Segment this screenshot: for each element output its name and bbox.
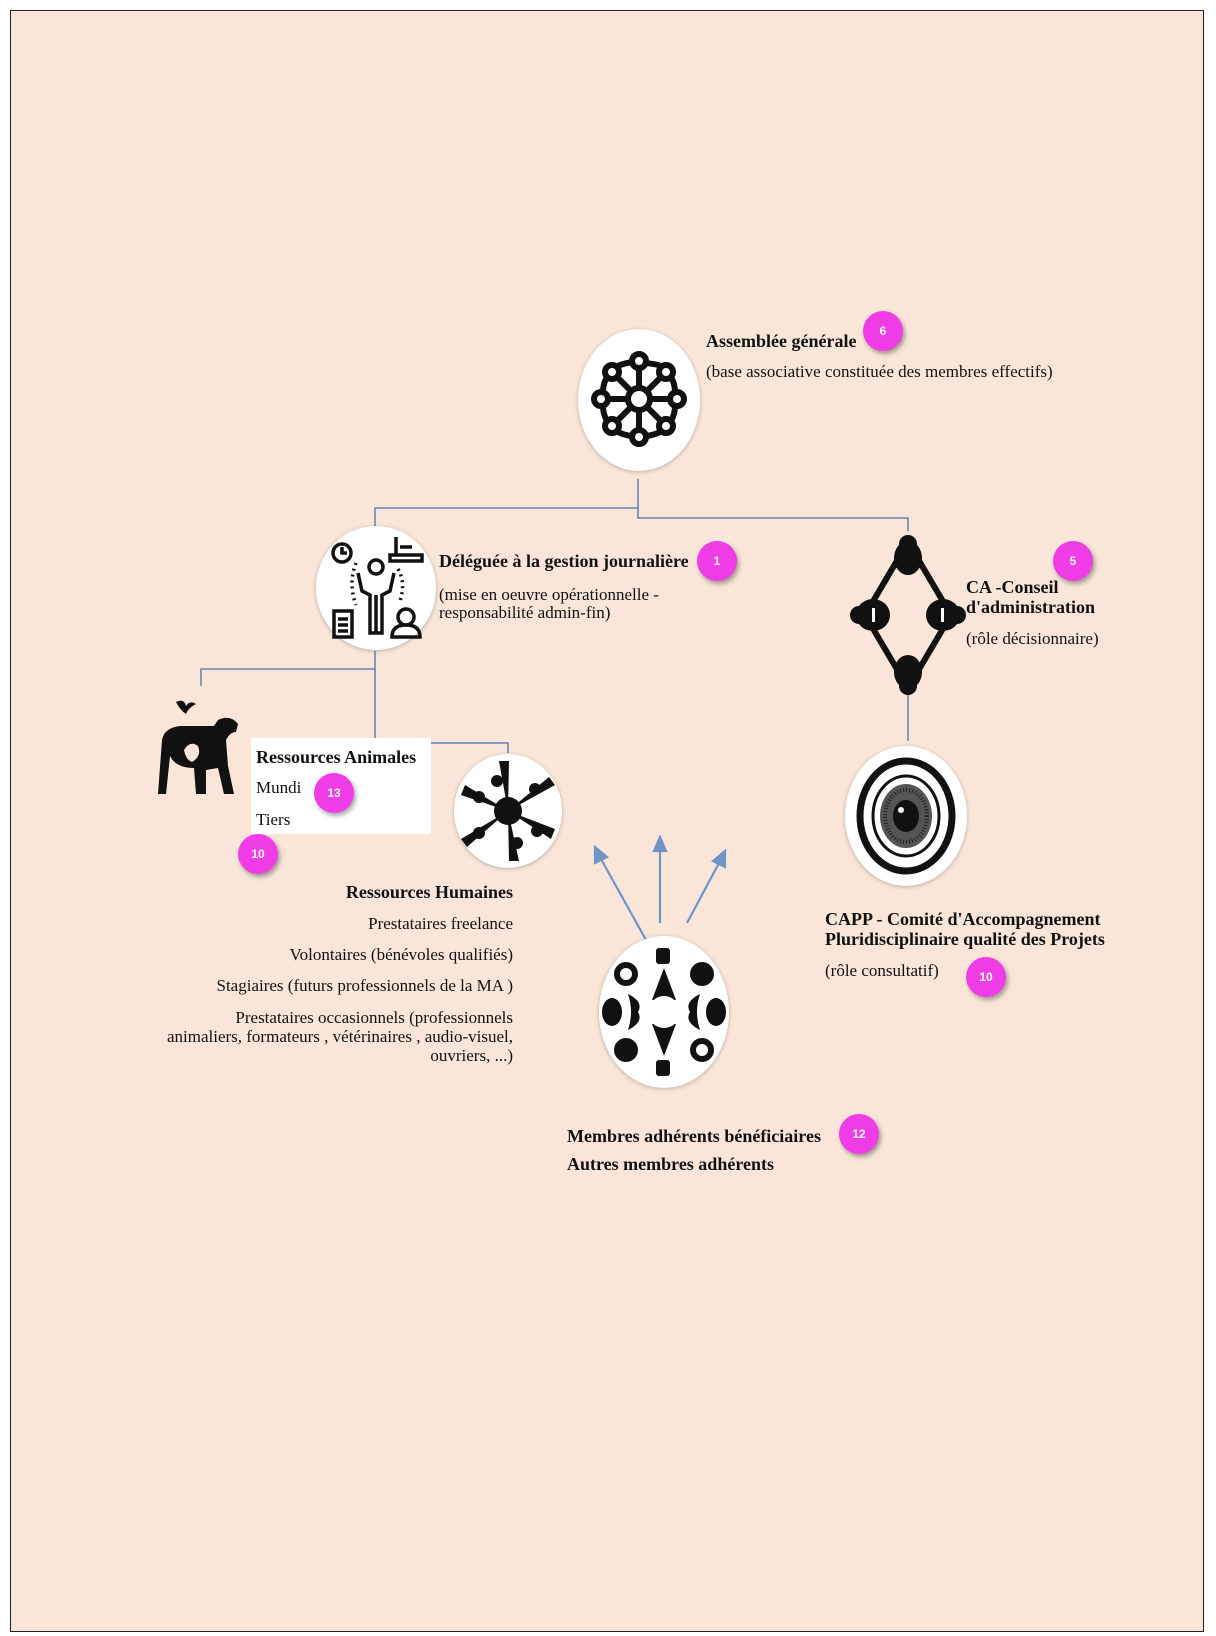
deleguee-title: Déléguée à la gestion journalière xyxy=(439,551,689,571)
diagram-page: Assemblée générale 6 (base associative c… xyxy=(10,10,1204,1632)
membres-line-1: Membres adhérents bénéficiaires xyxy=(567,1126,821,1146)
humaines-item-stagiaires: Stagiaires (futurs professionnels de la … xyxy=(216,976,514,995)
eye-icon xyxy=(856,757,956,875)
ca-title-1: CA -Conseil xyxy=(966,577,1059,597)
board-circle-icon xyxy=(850,535,966,695)
membres-line-2: Autres membres adhérents xyxy=(567,1154,774,1174)
community-circle-icon xyxy=(602,948,726,1076)
humaines-occasional-3: ouvriers, ...) xyxy=(430,1046,513,1065)
humaines-item-volontaires: Volontaires (bénévoles qualifiés) xyxy=(289,945,513,964)
manager-icon xyxy=(331,537,424,639)
humaines-occasional-1: Prestataires occasionnels (professionnel… xyxy=(235,1008,513,1027)
animales-item-mundi: Mundi xyxy=(256,778,302,797)
assemblee-subtitle: (base associative constituée des membres… xyxy=(706,362,1053,381)
deleguee-count-badge: 1 xyxy=(697,541,737,581)
hands-together-icon xyxy=(461,761,555,861)
ca-subtitle: (rôle décisionnaire) xyxy=(966,629,1099,648)
network-wheel-icon xyxy=(591,351,687,447)
deleguee-subtitle-2: responsabilité admin-fin) xyxy=(439,603,611,622)
animales-outer-badge: 10 xyxy=(238,834,278,874)
animales-inner-badge: 13 xyxy=(314,773,354,813)
assemblee-title: Assemblée générale xyxy=(706,331,857,351)
animals-icon xyxy=(158,700,238,794)
deleguee-subtitle-1: (mise en oeuvre opérationnelle - xyxy=(439,585,659,604)
humaines-occasional-2: animaliers, formateurs , vétérinaires , … xyxy=(166,1027,513,1046)
capp-title-2: Pluridisciplinaire qualité des Projets xyxy=(825,929,1105,949)
humaines-title: Ressources Humaines xyxy=(345,882,513,902)
membres-count-badge: 12 xyxy=(839,1114,879,1154)
animales-title: Ressources Animales xyxy=(256,747,417,767)
ca-title-2: d'administration xyxy=(966,597,1096,617)
ca-count-badge: 5 xyxy=(1053,541,1093,581)
capp-subtitle: (rôle consultatif) xyxy=(825,961,939,980)
capp-count-badge: 10 xyxy=(966,957,1006,997)
connector-lines xyxy=(200,479,909,982)
humaines-item-freelance: Prestataires freelance xyxy=(368,914,513,933)
assemblee-count-badge: 6 xyxy=(863,311,903,351)
animales-item-tiers: Tiers xyxy=(256,810,291,829)
capp-title-1: CAPP - Comité d'Accompagnement xyxy=(825,909,1101,929)
